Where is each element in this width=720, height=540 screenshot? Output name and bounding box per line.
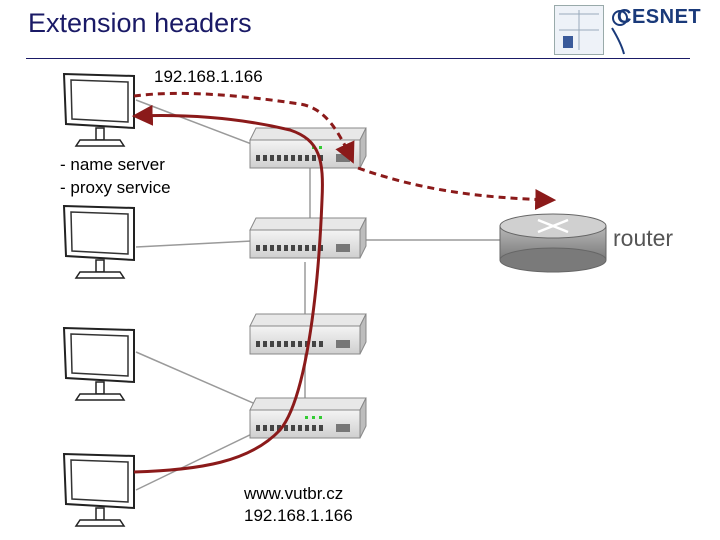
bottom-ip-label: 192.168.1.166 — [244, 506, 353, 525]
computer-icon — [62, 326, 135, 401]
computer-icon — [62, 72, 135, 147]
top-ip-label: 192.168.1.166 — [154, 67, 263, 86]
university-logo — [554, 5, 604, 55]
server-role-proxy-service: - proxy service — [60, 178, 171, 197]
dns-query-arrow — [133, 91, 355, 164]
network-links — [135, 99, 500, 491]
link-pc3-switch4 — [135, 351, 261, 407]
link-pc2-switch2 — [135, 240, 253, 248]
slide-title: Extension headers — [28, 8, 252, 38]
computer-icon — [62, 452, 135, 527]
link-pc1-switch1 — [135, 99, 263, 149]
bottom-host-label: www.vutbr.cz — [244, 484, 344, 503]
router-icon — [499, 213, 607, 273]
link-pc4-switch4 — [135, 429, 261, 491]
title-rule — [26, 58, 690, 59]
dns-forward-arrow — [357, 166, 557, 211]
computer-icon — [62, 204, 135, 279]
switch-icon — [249, 127, 367, 169]
switch-icon — [249, 217, 367, 259]
response-arrow — [131, 104, 324, 474]
cesnet-logo-text: CESNET — [617, 6, 702, 28]
router-label: router — [613, 225, 674, 251]
server-role-name-server: - name server — [60, 155, 165, 174]
switch-icon — [249, 397, 367, 439]
